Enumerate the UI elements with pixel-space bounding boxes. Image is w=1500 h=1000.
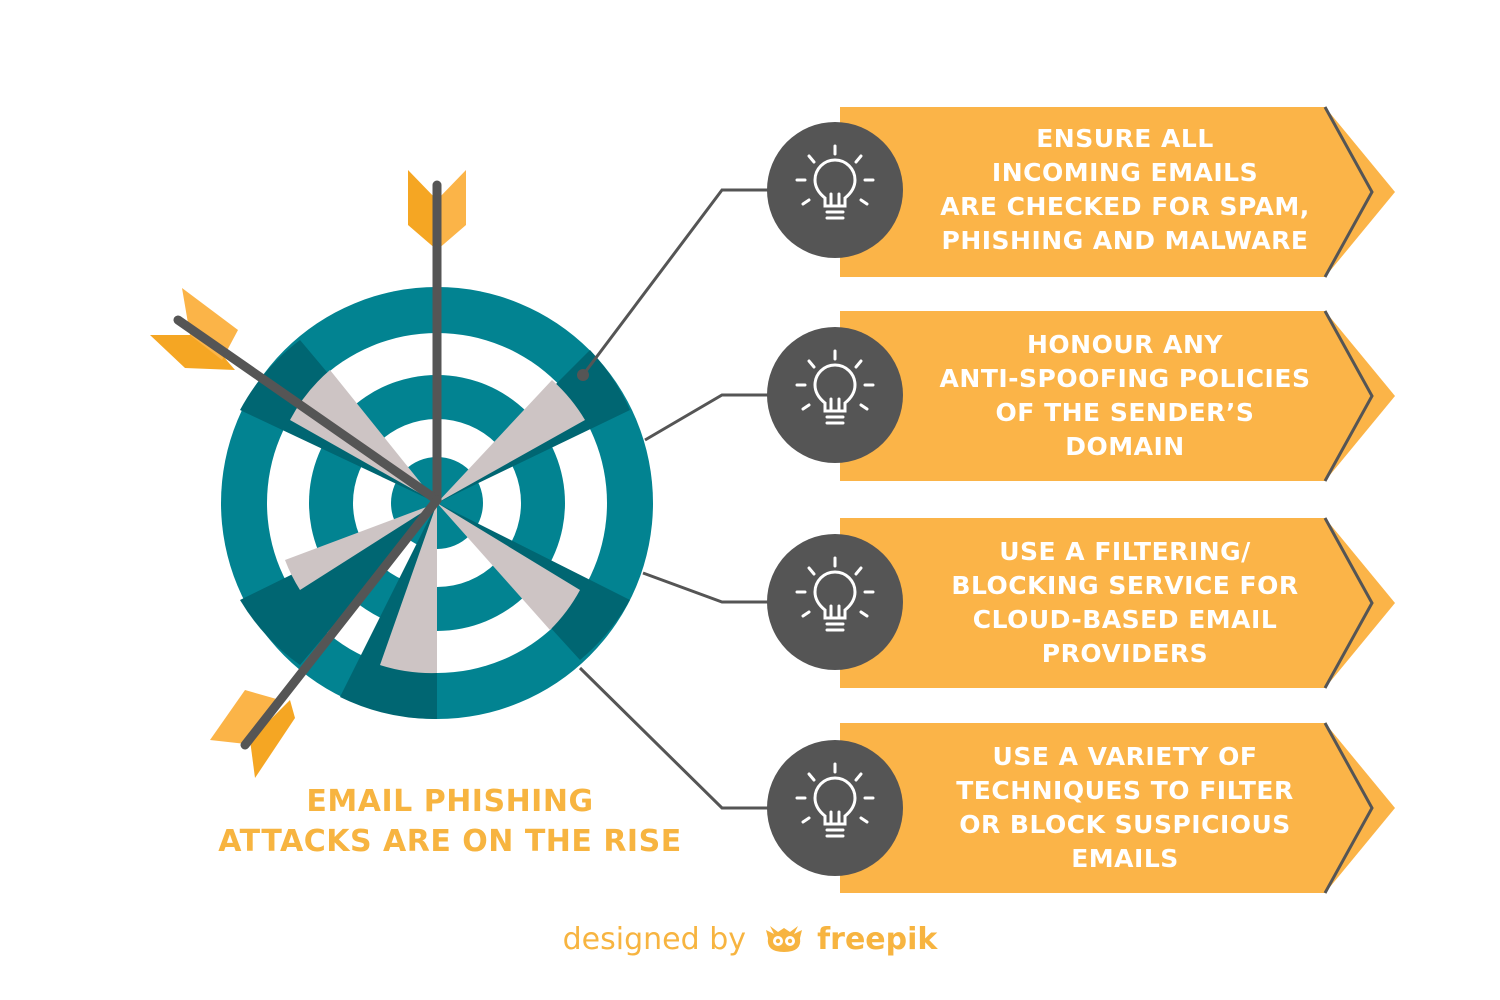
arrow-shaft (173, 315, 442, 505)
target-shade-sector (240, 503, 437, 665)
lightbulb-icon (795, 144, 875, 220)
lightbulb-badge-3 (767, 534, 903, 670)
connector-line-2 (644, 393, 770, 442)
tip-text-2: HONOUR ANY ANTI-SPOOFING POLICIES OF THE… (939, 330, 1311, 461)
headline: EMAIL PHISHING ATTACKS ARE ON THE RISE (218, 784, 682, 859)
target-highlight-sector (437, 503, 580, 630)
tip-banner-2 (840, 310, 1395, 482)
arrow-fletching (408, 170, 437, 250)
lightbulb-badge-4 (767, 740, 903, 876)
credit-prefix: designed by (562, 922, 746, 957)
tip-text-4: USE A VARIETY OF TECHNIQUES TO FILTER OR… (956, 742, 1294, 873)
arrow-fletching (150, 335, 235, 370)
connector-line-1 (581, 188, 770, 376)
target-highlight-sector (380, 503, 437, 674)
lightbulb-icon (795, 556, 875, 632)
lightbulb-badge-1 (767, 122, 903, 258)
arrows (150, 170, 466, 778)
credit-line: designed by freepik (0, 922, 1500, 958)
credit-brand: freepik (817, 922, 938, 957)
tip-banner-4 (840, 722, 1395, 894)
arrow-fletching (437, 170, 466, 250)
tip-text-1: ENSURE ALL INCOMING EMAILS ARE CHECKED F… (940, 124, 1310, 255)
tip-banner-3 (840, 517, 1395, 689)
target-highlight-sector (437, 380, 585, 503)
lightbulb-badges (767, 122, 903, 876)
arrow-fletching (182, 288, 238, 360)
tip-text-3: USE A FILTERING/ BLOCKING SERVICE FOR CL… (951, 537, 1299, 668)
lightbulb-badge-2 (767, 327, 903, 463)
arrow-shaft (240, 495, 442, 750)
connector-lines (577, 188, 770, 810)
connector-line-3 (642, 571, 770, 604)
freepik-owl-icon (765, 925, 802, 952)
target-highlight-sector (285, 503, 437, 590)
arrow-fletching (250, 700, 295, 778)
lightbulb-icon (795, 349, 875, 425)
tip-banner-1 (840, 106, 1395, 278)
connector-line-4 (578, 666, 770, 810)
badge-circle (767, 327, 903, 463)
badge-circle (767, 534, 903, 670)
badge-circle (767, 122, 903, 258)
connector-dot (577, 369, 589, 381)
badge-circle (767, 740, 903, 876)
tip-banners (840, 106, 1395, 894)
lightbulb-icon (795, 762, 875, 838)
